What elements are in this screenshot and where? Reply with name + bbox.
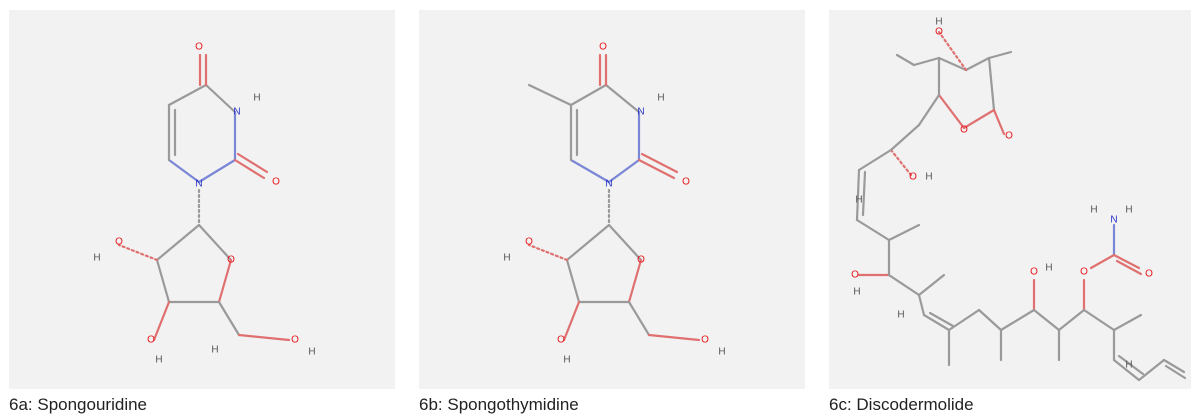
atom-n: N xyxy=(233,107,240,118)
atom-o: O xyxy=(1080,267,1088,278)
atom-h: H xyxy=(935,17,942,28)
atom-h: H xyxy=(897,310,904,321)
atom-h: H xyxy=(253,93,260,104)
atom-n: N xyxy=(195,179,202,190)
atom-h: H xyxy=(563,355,570,366)
atom-h: H xyxy=(853,287,860,298)
atom-o: O xyxy=(291,335,299,346)
molecule-panel-spongothymidine: O N H O N O O H O H O H xyxy=(419,10,805,389)
atom-o: O xyxy=(525,237,533,248)
discodermolide-structure: H O O O O H H O H H O H O H N H O H xyxy=(851,17,1187,382)
atom-o: O xyxy=(935,27,943,38)
atom-o: O xyxy=(195,42,203,53)
atom-n: N xyxy=(605,179,612,190)
atom-h: H xyxy=(503,253,510,264)
atom-h: H xyxy=(308,347,315,358)
spongouridine-structure: O N H O N O O H O H H O H xyxy=(93,42,315,366)
atom-h: H xyxy=(855,195,862,206)
atom-o: O xyxy=(557,335,565,346)
atom-o: O xyxy=(599,42,607,53)
atom-o: O xyxy=(147,335,155,346)
atom-h: H xyxy=(211,345,218,356)
atom-o: O xyxy=(909,172,917,183)
atom-h: H xyxy=(718,347,725,358)
atom-o: O xyxy=(115,237,123,248)
atom-o: O xyxy=(701,335,709,346)
atom-h: H xyxy=(1125,205,1132,216)
atom-o: O xyxy=(960,125,968,136)
atom-n: N xyxy=(637,107,644,118)
caption-discodermolide: 6c: Discodermolide xyxy=(829,395,974,414)
atom-o: O xyxy=(227,255,235,266)
atom-h: H xyxy=(93,253,100,264)
atom-h: H xyxy=(1090,205,1097,216)
atom-h: H xyxy=(925,172,932,183)
atom-o: O xyxy=(272,177,280,188)
atom-h: H xyxy=(1125,360,1132,371)
atom-o: O xyxy=(1030,267,1038,278)
atom-h: H xyxy=(657,93,664,104)
atom-o: O xyxy=(1005,131,1013,142)
atom-o: O xyxy=(682,177,690,188)
spongothymidine-structure: O N H O N O O H O H O H xyxy=(503,42,725,366)
atom-n: N xyxy=(1110,215,1117,226)
atom-h: H xyxy=(155,355,162,366)
caption-spongothymidine: 6b: Spongothymidine xyxy=(419,395,579,414)
atom-o: O xyxy=(851,270,859,281)
atom-o: O xyxy=(1145,269,1153,280)
atom-h: H xyxy=(1045,263,1052,274)
atom-o: O xyxy=(637,255,645,266)
caption-spongouridine: 6a: Spongouridine xyxy=(9,395,148,414)
molecule-panel-discodermolide: H O O O O H H O H H O H O H N H O H xyxy=(829,10,1191,389)
molecule-panel-spongouridine: O N H O N O O H O H H O H xyxy=(9,10,395,389)
